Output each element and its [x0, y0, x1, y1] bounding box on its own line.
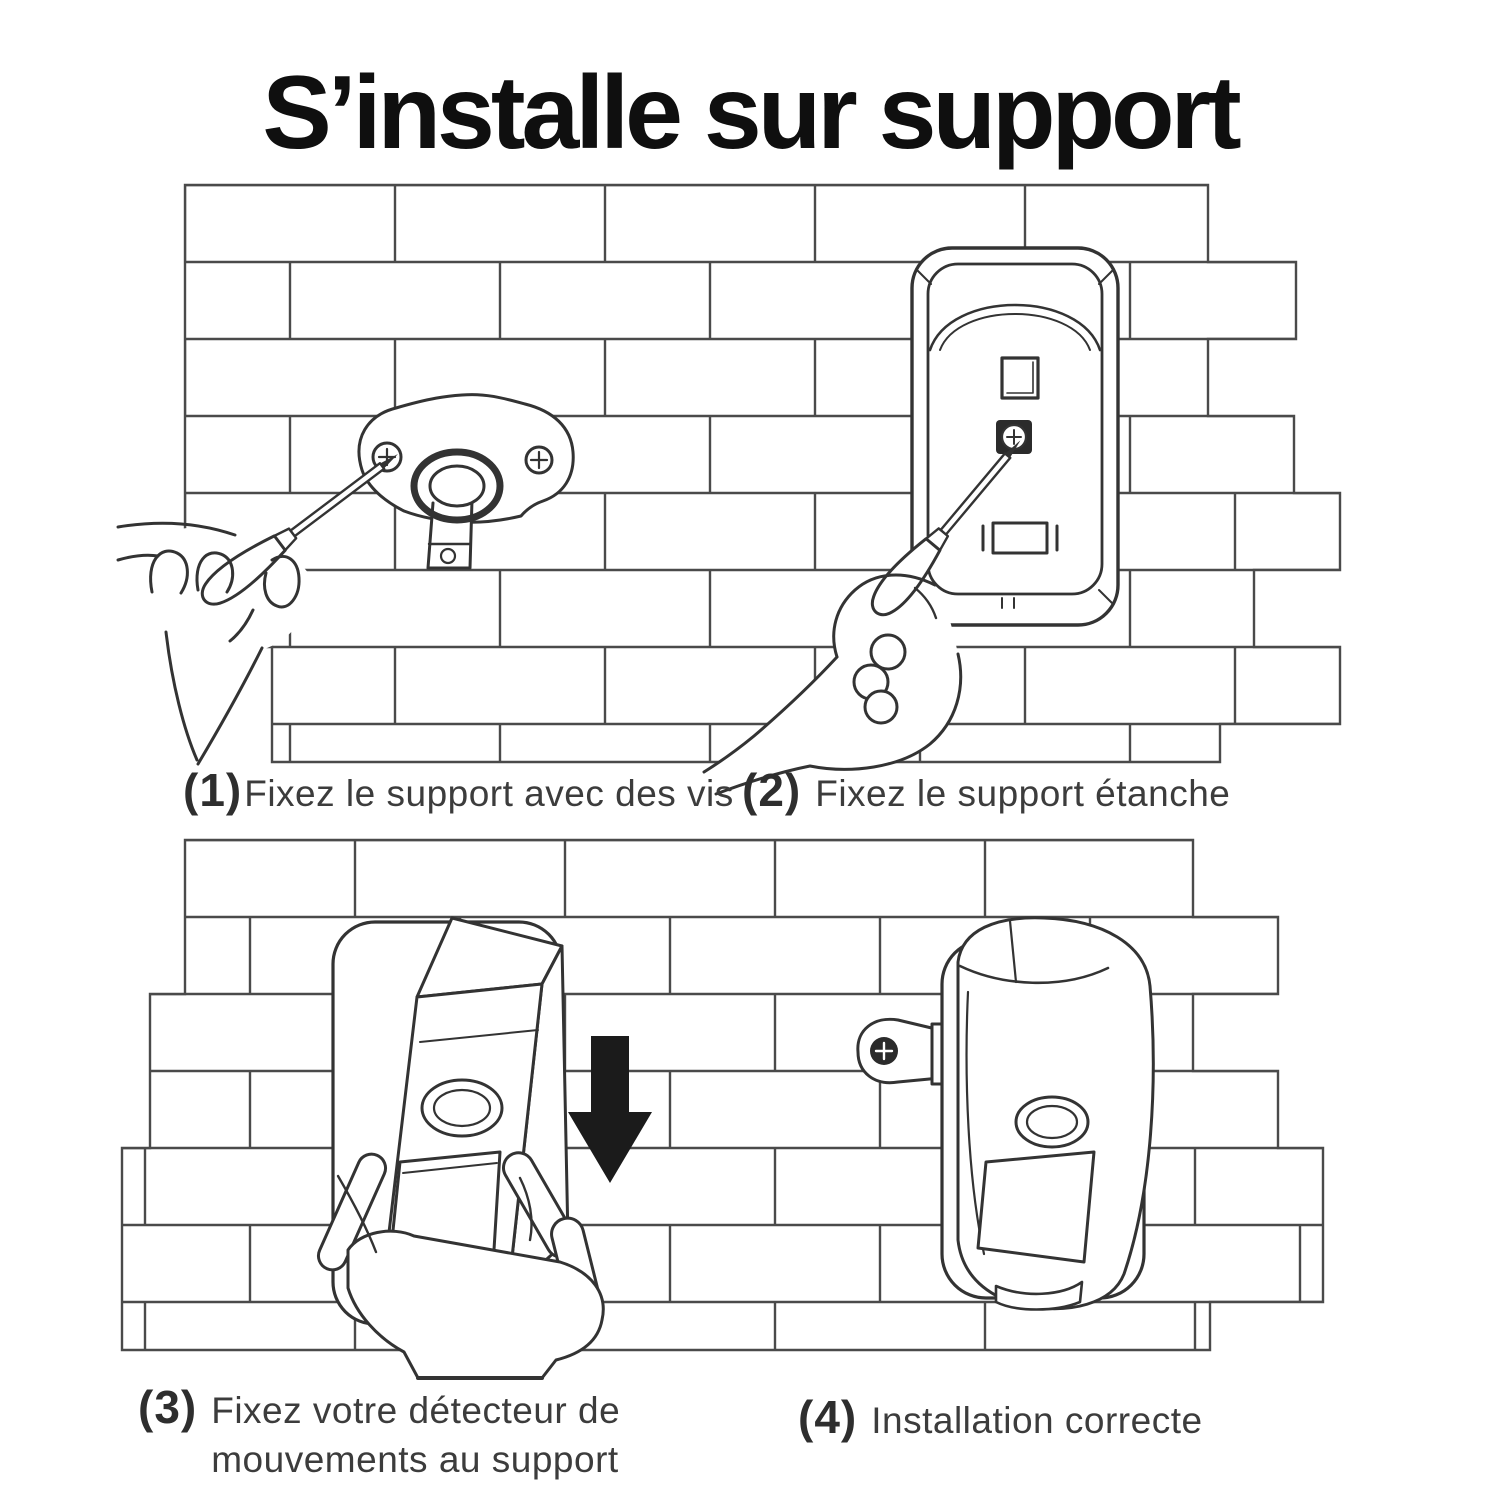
mount-slot — [991, 521, 1049, 555]
step4-label: Installation correcte — [871, 1400, 1203, 1441]
wall-bracket-icon — [357, 393, 575, 570]
hand-icon — [704, 574, 961, 794]
side-bracket — [856, 1017, 942, 1085]
motion-detector — [383, 916, 570, 1296]
step2-caption: (2) Fixez le support étanche — [742, 763, 1230, 817]
step3-label-line2: mouvements au support — [211, 1438, 619, 1480]
down-arrow-icon — [568, 1036, 652, 1183]
step3-caption: (3) Fixez votre détecteur de mouvements … — [138, 1380, 620, 1485]
waterproof-mount-plate — [910, 246, 1120, 627]
hand-icon — [702, 573, 963, 796]
step3-label: Fixez votre détecteur de mouvements au s… — [211, 1387, 620, 1485]
step4-caption: (4) Installation correcte — [798, 1390, 1203, 1444]
mount-hole — [1000, 356, 1040, 400]
hand-icon — [116, 521, 301, 766]
sensor-window — [976, 1150, 1096, 1264]
step2-label: Fixez le support étanche — [815, 773, 1231, 814]
step4-illustration — [856, 916, 1155, 1311]
step3-illustration — [316, 916, 652, 1380]
step2-number: (2) — [742, 764, 802, 816]
step2-illustration — [702, 246, 1120, 796]
step1-number: (1) — [183, 764, 243, 816]
screwdriver-icon — [200, 453, 398, 606]
step1-illustration — [116, 393, 575, 776]
step1-caption: (1) Fixez le support avec des vis — [183, 763, 734, 817]
page-title: S’installe sur support — [262, 55, 1241, 171]
step4-number: (4) — [798, 1391, 858, 1443]
step3-label-line1: Fixez votre détecteur de — [211, 1390, 621, 1431]
motion-detector — [956, 916, 1155, 1311]
step1-label: Fixez le support avec des vis — [244, 773, 734, 814]
hand-icon — [316, 1151, 605, 1380]
brick-wall-icon — [183, 183, 1342, 764]
step3-number: (3) — [138, 1381, 198, 1433]
